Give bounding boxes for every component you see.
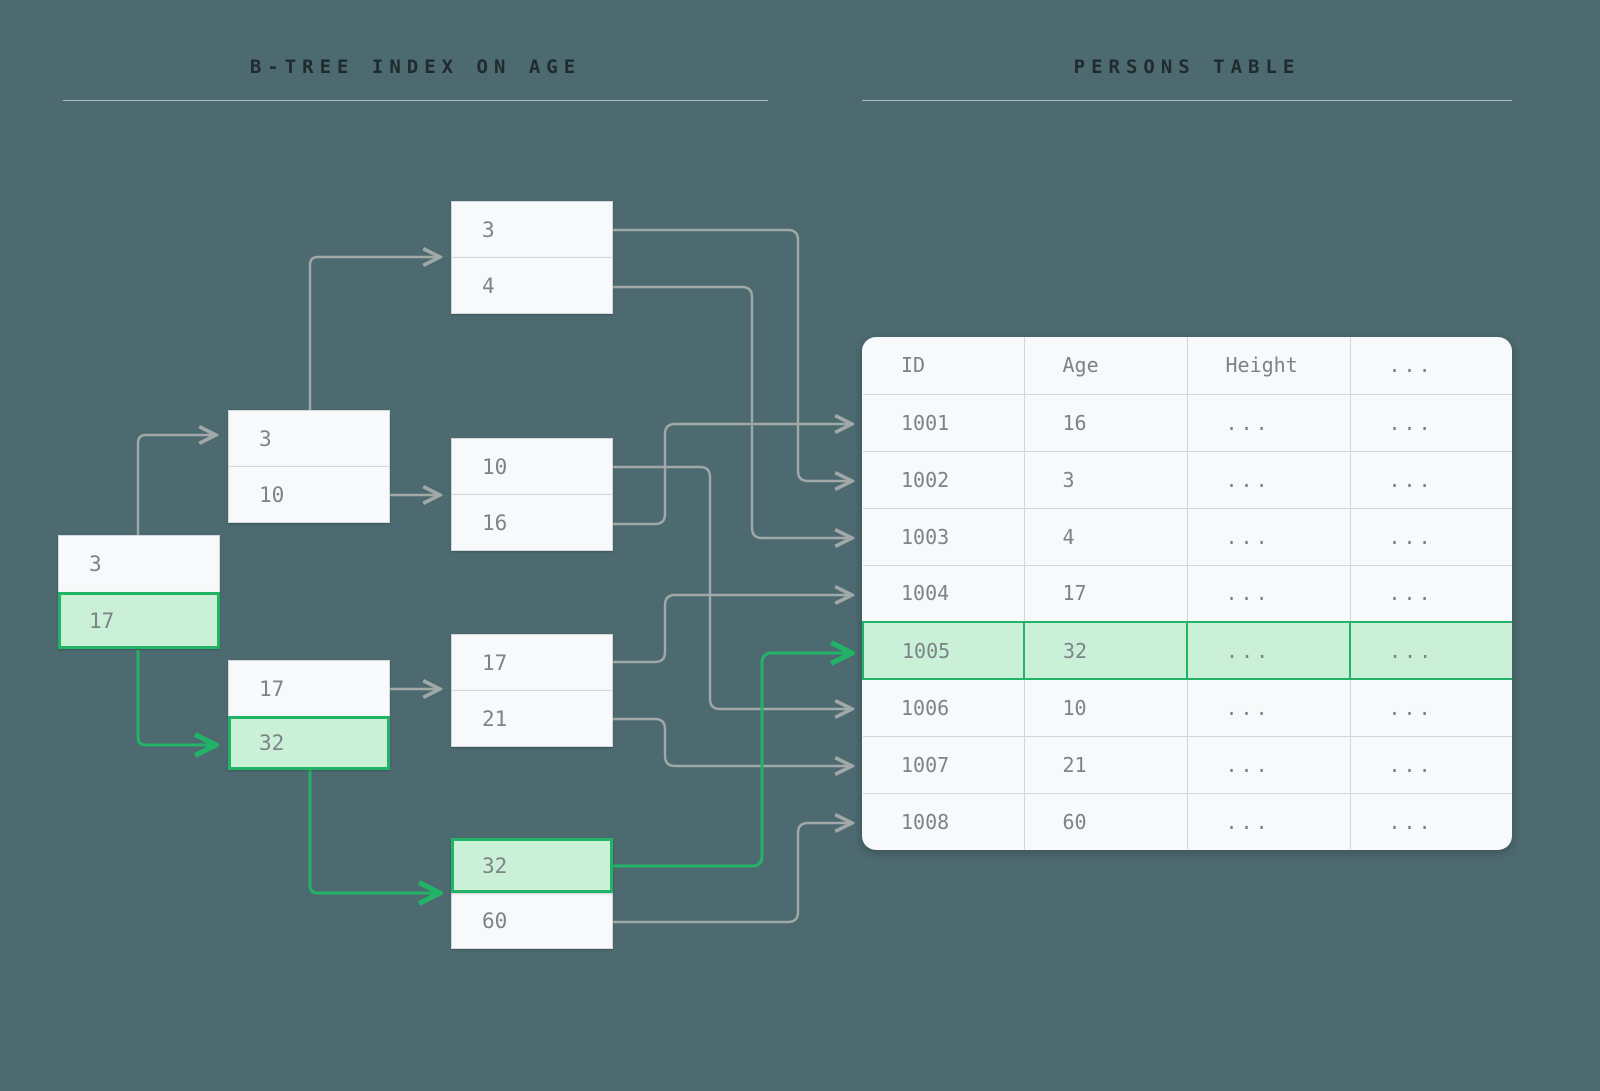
cell-more: ...	[1350, 451, 1512, 509]
cell-more: ...	[1388, 809, 1434, 834]
table-row[interactable]: 1002 3 ... ...	[863, 451, 1512, 509]
table-row-highlighted[interactable]: 1005 32 ... ...	[862, 621, 1512, 680]
table-header-row: ID Age Height ...	[863, 337, 1512, 395]
column-header-height[interactable]: Height	[1187, 337, 1351, 395]
leaf3-cell-0[interactable]: 17	[451, 634, 613, 691]
root-cell-1-value: 17	[89, 608, 115, 633]
cell-height: ...	[1187, 508, 1351, 566]
cell-more: ...	[1350, 508, 1512, 566]
internal-left-cell-0-value: 3	[259, 426, 272, 451]
cell-id: 1004	[863, 565, 1025, 623]
wire-internal-right-32-to-leaf4	[308, 770, 440, 893]
cell-age: 17	[1024, 565, 1188, 623]
leaf4-cell-1[interactable]: 60	[451, 892, 613, 949]
cell-id: 1006	[863, 679, 1025, 737]
cell-id: 1002	[863, 451, 1025, 509]
cell-age: 3	[1024, 451, 1188, 509]
cell-height: ...	[1187, 793, 1351, 850]
wire-leaf-60-to-row-1008	[613, 823, 852, 924]
wire-root3-to-internal-left	[136, 435, 216, 535]
leaf1-cell-1-value: 4	[482, 273, 495, 298]
table-row[interactable]: 1001 16 ... ...	[863, 394, 1512, 452]
cell-id: 1005	[862, 621, 1025, 680]
wire-internal-left-3-to-leaf1	[308, 257, 440, 410]
leaf-node-4[interactable]: 32 60	[451, 838, 613, 949]
cell-age: 21	[1024, 736, 1188, 794]
internal-left-cell-1[interactable]: 10	[228, 466, 390, 523]
cell-height: ...	[1187, 394, 1351, 452]
leaf3-cell-0-value: 17	[482, 650, 508, 675]
cell-more: ...	[1349, 621, 1512, 680]
wire-leaf-17-to-row-1004	[613, 595, 852, 664]
table-section-rule	[862, 100, 1512, 101]
cell-more: ...	[1350, 736, 1512, 794]
wire-leaf-4-to-row-1003	[613, 285, 852, 538]
wire-leaf-21-to-row-1007	[613, 717, 852, 766]
leaf1-cell-1[interactable]: 4	[451, 257, 613, 314]
index-section-rule	[63, 100, 768, 101]
cell-height: ...	[1187, 451, 1351, 509]
leaf-node-2[interactable]: 10 16	[451, 438, 613, 551]
cell-height: ...	[1186, 621, 1351, 680]
leaf2-cell-0[interactable]: 10	[451, 438, 613, 495]
internal-right-cell-1[interactable]: 32	[228, 716, 390, 770]
root-cell-1[interactable]: 17	[58, 592, 220, 649]
cell-more: ...	[1350, 394, 1512, 452]
cell-age: 60	[1024, 793, 1188, 850]
root-node[interactable]: 3 17	[58, 535, 220, 649]
internal-node-right[interactable]: 17 32	[228, 660, 390, 770]
leaf1-cell-0-value: 3	[482, 217, 495, 242]
internal-node-left[interactable]: 3 10	[228, 410, 390, 523]
table-row[interactable]: 1007 21 ... ...	[863, 736, 1512, 794]
table-row[interactable]: 1003 4 ... ...	[863, 508, 1512, 566]
cell-height: ...	[1187, 679, 1351, 737]
cell-id: 1008	[863, 793, 1025, 850]
root-cell-0[interactable]: 3	[58, 535, 220, 593]
leaf3-cell-1[interactable]: 21	[451, 690, 613, 747]
cell-age: 10	[1024, 679, 1188, 737]
wire-leaf-32-to-row-1005	[613, 653, 852, 868]
cell-more: ...	[1350, 679, 1512, 737]
leaf2-cell-1-value: 16	[482, 510, 508, 535]
internal-right-cell-1-value: 32	[259, 731, 285, 755]
leaf-node-3[interactable]: 17 21	[451, 634, 613, 747]
leaf1-cell-0[interactable]: 3	[451, 201, 613, 258]
internal-left-cell-1-value: 10	[259, 482, 285, 507]
cell-age: 4	[1024, 508, 1188, 566]
persons-table[interactable]: ID Age Height ... 1001 16 ... ... 1002 3…	[862, 337, 1512, 850]
table-row[interactable]: 1004 17 ... ...	[863, 565, 1512, 623]
wire-leaf-16-to-row-1001	[613, 424, 852, 526]
cell-height: ...	[1187, 565, 1351, 623]
column-header-more[interactable]: ...	[1350, 337, 1512, 395]
root-cell-0-value: 3	[89, 552, 102, 576]
table-section-title: PERSONS TABLE	[1073, 56, 1301, 78]
leaf3-cell-1-value: 21	[482, 706, 508, 731]
leaf4-cell-0-value: 32	[482, 853, 508, 878]
leaf-node-1[interactable]: 3 4	[451, 201, 613, 314]
cell-id: 1001	[863, 394, 1025, 452]
wire-leaf-10-to-row-1006	[613, 465, 852, 709]
leaf2-cell-0-value: 10	[482, 454, 508, 479]
leaf4-cell-1-value: 60	[482, 908, 508, 933]
leaf4-cell-0[interactable]: 32	[451, 838, 613, 893]
index-section-title: B-TREE INDEX ON AGE	[249, 56, 582, 78]
internal-right-cell-0-value: 17	[259, 676, 285, 701]
column-header-id[interactable]: ID	[863, 337, 1025, 395]
cell-id: 1007	[863, 736, 1025, 794]
column-header-age[interactable]: Age	[1024, 337, 1188, 395]
cell-age: 32	[1023, 621, 1188, 680]
internal-left-cell-0[interactable]: 3	[228, 410, 390, 467]
cell-height: ...	[1187, 736, 1351, 794]
table-row[interactable]: 1008 60 ... ...	[863, 793, 1512, 850]
internal-right-cell-0[interactable]: 17	[228, 660, 390, 717]
cell-more: ...	[1350, 565, 1512, 623]
cell-age: 16	[1024, 394, 1188, 452]
wire-root17-to-internal-right	[136, 650, 216, 745]
table-row[interactable]: 1006 10 ... ...	[863, 679, 1512, 737]
cell-id: 1003	[863, 508, 1025, 566]
wire-leaf-3-to-row-1002	[613, 228, 852, 481]
leaf2-cell-1[interactable]: 16	[451, 494, 613, 551]
